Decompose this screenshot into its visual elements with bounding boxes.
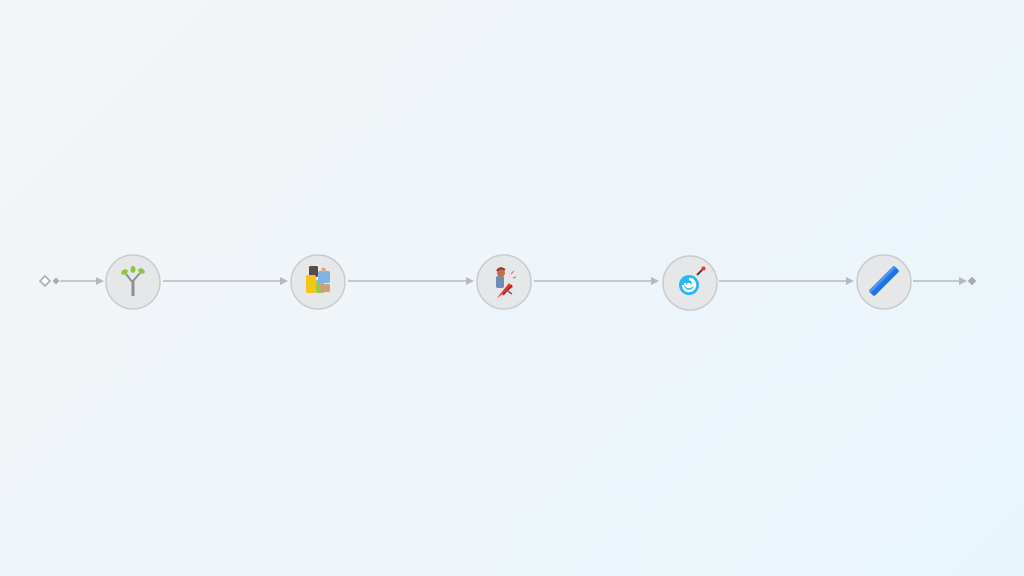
figures-icon [306,266,330,293]
flow-node-5[interactable] [856,254,912,310]
connector-5-end [913,277,967,285]
ruler-icon [869,266,899,296]
end-marker [967,276,977,286]
connector-3-4 [534,277,659,285]
connector-2-3 [348,277,474,285]
connector-start-1 [60,277,104,285]
rocket-person-icon [496,267,517,298]
sapling-icon [121,266,145,296]
flow-node-1[interactable] [105,254,161,310]
flow-node-3[interactable] [476,254,532,310]
start-marker [38,274,60,288]
flow-node-2[interactable] [290,254,346,310]
connector-1-2 [163,277,288,285]
connector-4-5 [719,277,854,285]
flow-node-4[interactable] [662,255,718,311]
spiral-icon [679,266,706,295]
